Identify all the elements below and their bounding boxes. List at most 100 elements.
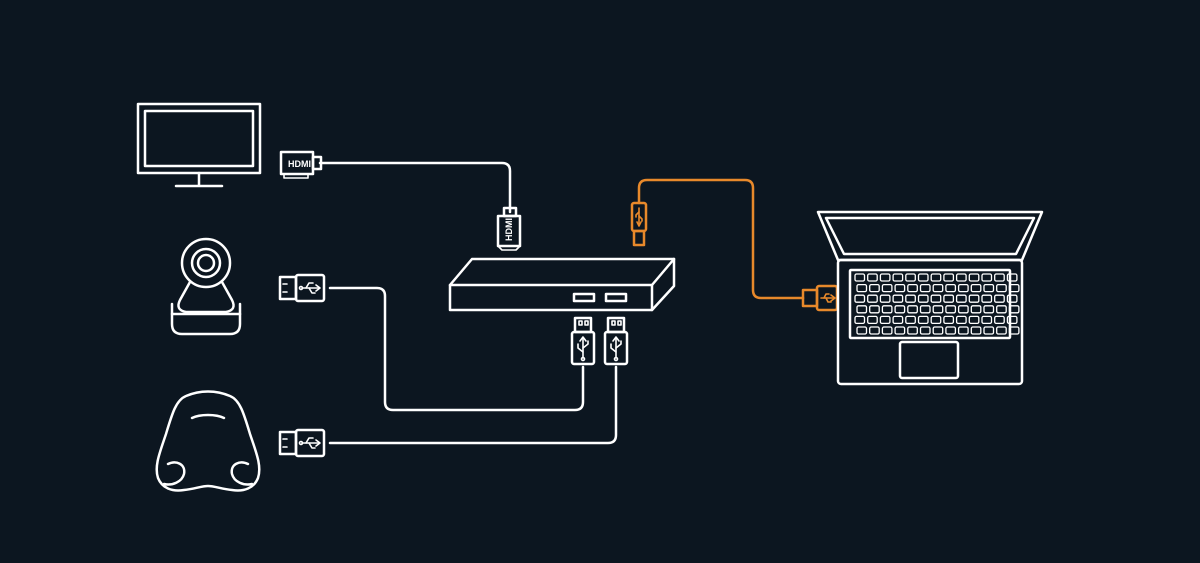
usb-cable-speakerphone: [328, 365, 618, 445]
hdmi-label-hub: HDMI: [504, 218, 514, 241]
keyboard-key: [894, 305, 906, 314]
keyboard-key: [917, 315, 929, 325]
hdmi-cable: [318, 161, 512, 214]
keyboard-key: [994, 315, 1005, 325]
usb-symbol-icon: [635, 207, 643, 227]
keyboard-key: [856, 326, 868, 335]
keyboard-key: [869, 305, 880, 314]
keyboard-key: [879, 294, 891, 303]
keyboard-key: [943, 273, 955, 282]
usb-symbol-icon: [820, 293, 836, 303]
keyboard-key: [983, 326, 995, 335]
usb-cable-laptop: [637, 178, 805, 300]
hdmi-plug-hub: HDMI: [496, 206, 522, 251]
keyboard-key: [930, 273, 942, 282]
keyboard-key: [919, 283, 931, 293]
keyboard-key: [869, 326, 880, 335]
keyboard-key: [1008, 305, 1020, 314]
keyboard-key: [994, 273, 1005, 282]
ptz-camera-icon: [170, 237, 242, 336]
usb-plug-hub-1: [570, 316, 596, 366]
keyboard-key: [892, 273, 904, 282]
keyboard-key: [917, 294, 929, 303]
keyboard-key: [981, 315, 993, 325]
keyboard-key: [907, 326, 918, 335]
usb-plug-speakerphone: [278, 428, 326, 458]
keyboard-key: [879, 273, 891, 282]
keyboard-key: [932, 283, 944, 293]
usb-symbol-icon: [298, 437, 321, 449]
hdmi-label-monitor: HDMI: [288, 159, 311, 169]
keyboard-key: [968, 294, 980, 303]
usb-symbol-icon: [610, 336, 622, 362]
keyboard-key: [854, 294, 866, 303]
usb-cable-camera: [328, 286, 585, 412]
keyboard-key: [957, 283, 969, 293]
keyboard-key: [854, 273, 866, 282]
keyboard-key: [879, 315, 891, 325]
keyboard-key: [945, 283, 957, 293]
hub-usb-port-1: [572, 292, 596, 303]
keyboard-key: [932, 326, 944, 335]
keyboard-key: [856, 305, 868, 314]
keyboard-key: [905, 294, 916, 303]
keyboard-key: [856, 283, 868, 293]
keyboard-key: [955, 294, 967, 303]
keyboard-key: [970, 326, 982, 335]
keyboard-key: [892, 294, 904, 303]
keyboard-key: [892, 315, 904, 325]
keyboard-key: [957, 326, 969, 335]
keyboard-key: [983, 305, 995, 314]
keyboard-key: [983, 283, 995, 293]
keyboard-key: [881, 305, 893, 314]
keyboard-key: [907, 283, 918, 293]
keyboard-key: [955, 315, 967, 325]
keyboard-key: [907, 305, 918, 314]
keyboard-key: [881, 326, 893, 335]
keyboard-key: [881, 283, 893, 293]
usb-symbol-icon: [577, 336, 589, 362]
keyboard-key: [919, 326, 931, 335]
keyboard-key: [981, 273, 993, 282]
keyboard-key: [905, 315, 916, 325]
keyboard-key: [1006, 273, 1018, 282]
keyboard-key: [1006, 315, 1018, 325]
keyboard-key: [867, 273, 878, 282]
keyboard-key: [867, 315, 878, 325]
usb-plug-hub-2: [603, 316, 629, 366]
keyboard-key: [854, 315, 866, 325]
keyboard-key: [970, 283, 982, 293]
keyboard-key: [943, 294, 955, 303]
keyboard-key: [930, 294, 942, 303]
usb-hub-icon: [448, 257, 676, 312]
usb-plug-laptop: [801, 284, 839, 312]
speakerphone-icon: [155, 390, 261, 492]
keyboard-key: [930, 315, 942, 325]
keyboard-key: [1006, 294, 1018, 303]
keyboard-key: [919, 305, 931, 314]
keyboard-key: [996, 305, 1007, 314]
usb-plug-hub-orange: [630, 201, 648, 247]
laptop-icon: [816, 210, 1044, 386]
keyboard-key: [996, 283, 1007, 293]
keyboard-key: [970, 305, 982, 314]
keyboard-key: [943, 315, 955, 325]
usb-plug-camera: [278, 273, 326, 303]
keyboard-key: [1008, 326, 1020, 335]
keyboard-key: [968, 273, 980, 282]
trackpad: [898, 340, 960, 380]
hub-usb-port-2: [604, 292, 628, 303]
keyboard-key: [996, 326, 1007, 335]
keyboard-key: [894, 326, 906, 335]
keyboard: [854, 273, 1020, 335]
keyboard-key: [917, 273, 929, 282]
monitor-icon: [136, 102, 262, 188]
keyboard-key: [981, 294, 993, 303]
keyboard-key: [955, 273, 967, 282]
keyboard-key: [932, 305, 944, 314]
keyboard-key: [867, 294, 878, 303]
keyboard-key: [869, 283, 880, 293]
keyboard-key: [994, 294, 1005, 303]
